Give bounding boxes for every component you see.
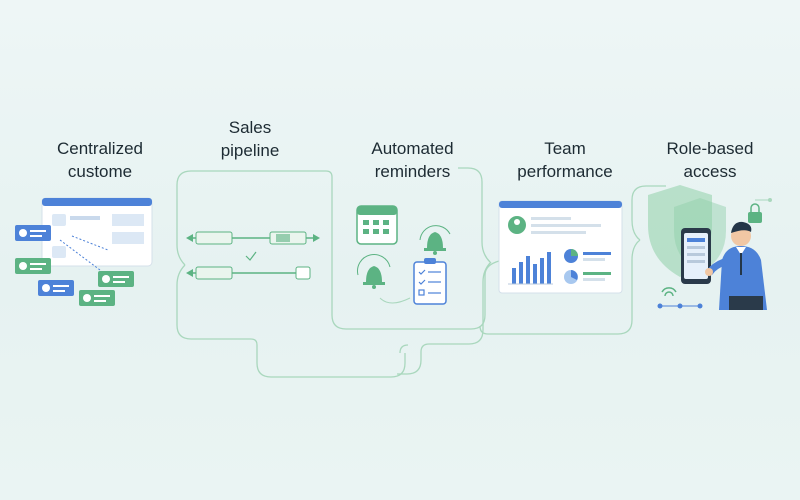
section-label-sales-pipeline: Sales pipeline bbox=[220, 118, 280, 160]
contact-card bbox=[79, 290, 115, 306]
contact-card bbox=[98, 271, 134, 287]
dashboard-chart-icon bbox=[498, 200, 623, 294]
section-label-role-based-access: Role-based access bbox=[666, 139, 754, 181]
section-label-automated-reminders: Automated reminders bbox=[371, 139, 454, 181]
contact-card bbox=[15, 258, 51, 274]
contact-card bbox=[38, 280, 74, 296]
section-label-centralized: Centralized custome bbox=[57, 139, 143, 181]
pipeline-icon bbox=[186, 231, 320, 280]
calendar-bell-icon bbox=[356, 205, 451, 305]
section-label-team-performance: Team performance bbox=[517, 139, 613, 181]
contact-card bbox=[15, 225, 51, 241]
shield-user-icon bbox=[648, 185, 772, 310]
connector-lines bbox=[176, 167, 666, 378]
crm-contacts-icon bbox=[15, 197, 153, 306]
